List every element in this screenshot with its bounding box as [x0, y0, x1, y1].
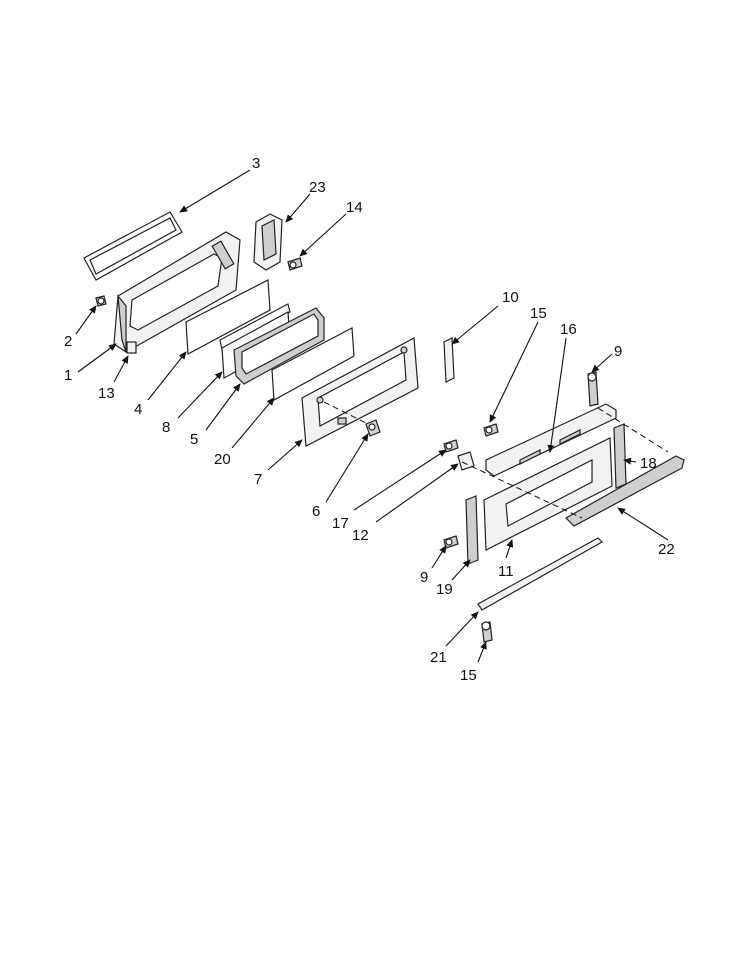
callout-16: 16	[560, 321, 577, 338]
callout-9-lower: 9	[420, 569, 428, 586]
callout-23: 23	[309, 179, 326, 196]
callout-4: 4	[134, 401, 142, 418]
alignment-line	[323, 401, 369, 425]
callout-9-upper: 9	[614, 343, 622, 360]
callout-12: 12	[352, 527, 369, 544]
part-screw-6	[365, 419, 381, 437]
part-screw-14	[287, 257, 303, 271]
part-screw-9-upper	[587, 371, 599, 407]
part-clip-12	[457, 451, 475, 471]
callout-15-lower: 15	[460, 667, 477, 684]
part-drawer-rail-16	[485, 403, 617, 477]
part-outer-door-panel-7	[301, 337, 419, 447]
part-handle-22	[565, 455, 685, 527]
part-screw-15-lower	[481, 621, 493, 643]
part-inner-door-frame	[113, 231, 241, 353]
callout-11: 11	[498, 563, 514, 580]
part-screw-2	[95, 295, 107, 307]
part-bracket-10	[443, 337, 455, 383]
callout-19: 19	[436, 581, 453, 598]
callout-13: 13	[98, 385, 115, 402]
alignment-line	[461, 461, 583, 519]
callout-1: 1	[64, 367, 72, 384]
alignment-line	[597, 407, 669, 453]
callout-18: 18	[640, 455, 657, 472]
part-glass-panel-4	[185, 279, 271, 355]
part-glass-frame-5	[233, 307, 325, 385]
callout-22: 22	[658, 541, 675, 558]
part-screw-15-upper	[483, 423, 499, 437]
part-screw-17	[443, 439, 459, 453]
part-side-bracket-19	[465, 495, 479, 565]
callout-3: 3	[252, 155, 260, 172]
callout-17: 17	[332, 515, 349, 532]
part-clip-13	[126, 341, 137, 354]
callout-5: 5	[190, 431, 198, 448]
callout-8: 8	[162, 419, 170, 436]
part-trim-strip-21	[477, 537, 603, 611]
part-gasket	[83, 211, 183, 281]
callout-10: 10	[502, 289, 519, 306]
part-drawer-front-11	[483, 437, 613, 551]
leader-lines	[75, 169, 669, 663]
callout-14: 14	[346, 199, 363, 216]
callout-7: 7	[254, 471, 262, 488]
part-hinge-23	[253, 213, 283, 271]
callout-2: 2	[64, 333, 72, 350]
callout-21: 21	[430, 649, 447, 666]
callout-15-upper: 15	[530, 305, 547, 322]
part-side-bracket-18	[613, 423, 627, 489]
callout-6: 6	[312, 503, 320, 520]
part-glass-panel-20	[271, 327, 355, 401]
callout-20: 20	[214, 451, 231, 468]
